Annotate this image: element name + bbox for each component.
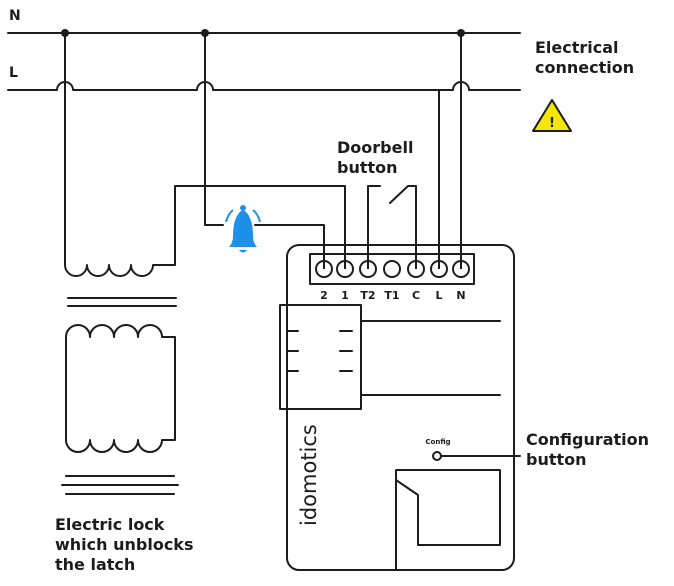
bell-wire-right xyxy=(254,224,325,266)
electric-lock-label: Electric lock which unblocks the latch xyxy=(55,515,194,574)
terminal-label-l: L xyxy=(435,289,442,302)
config-button[interactable] xyxy=(432,451,442,461)
transformer-secondary xyxy=(65,324,176,453)
neutral-label: N xyxy=(9,8,21,24)
terminal-label-t1: T1 xyxy=(384,289,399,302)
terminal-label-c: C xyxy=(412,289,420,302)
terminal-screws xyxy=(315,260,470,278)
junction-dots xyxy=(61,29,465,37)
transformer-primary-wire xyxy=(64,32,346,277)
live-line xyxy=(7,81,521,91)
terminal-block xyxy=(309,253,475,285)
terminal-label-t2: T2 xyxy=(360,289,375,302)
device-side-module xyxy=(279,304,362,410)
bell-icon xyxy=(225,205,261,253)
config-label: Config xyxy=(425,438,450,446)
terminal-label-n: N xyxy=(456,289,465,302)
configuration-button-label: Configuration button xyxy=(526,430,650,469)
terminal-label-2: 2 xyxy=(320,289,328,302)
device-body xyxy=(286,244,515,571)
doorbell-contact-right xyxy=(389,185,417,266)
doorbell-contact-left xyxy=(367,185,381,266)
warning-symbol: ! xyxy=(549,116,555,131)
device-drawer xyxy=(395,469,501,546)
warning-triangle-icon: ! xyxy=(532,99,572,132)
bell-wire-left xyxy=(204,32,224,226)
doorbell-button-label: Doorbell button xyxy=(337,138,414,177)
electrical-connection-label: Electrical connection xyxy=(535,38,635,77)
live-label: L xyxy=(9,65,18,81)
terminal-label-1: 1 xyxy=(341,289,349,302)
device-brand: idomotics xyxy=(297,424,321,526)
